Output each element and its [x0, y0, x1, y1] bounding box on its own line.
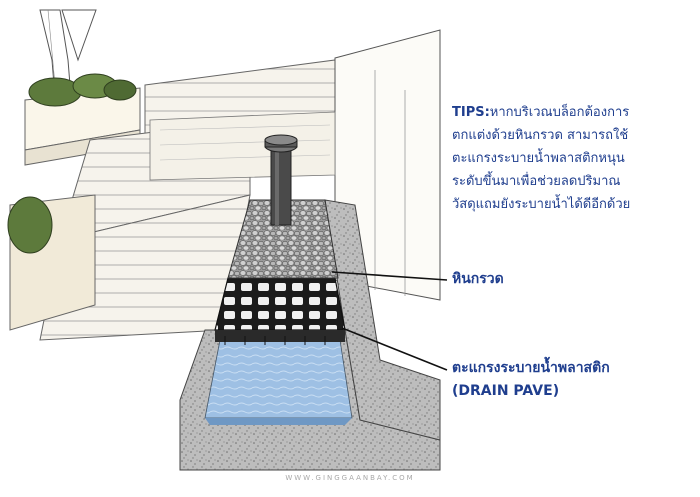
label-drain-line-1: ตะแกรงระบายน้ำพลาสติก — [452, 360, 610, 376]
tips-line-5: วัสดุแถมยังระบายน้ำได้ดีอีกด้วย — [452, 197, 631, 212]
label-drain-pave: ตะแกรงระบายน้ำพลาสติก (DRAIN PAVE) — [452, 357, 610, 403]
tips-line-4: ระดับขึ้นมาเพื่อช่วยลดปริมาณ — [452, 174, 621, 189]
tips-note: TIPS:หากบริเวณบล็อกต้องการ ตกแต่งด้วยหิน… — [452, 101, 692, 216]
vent-pipe-icon — [264, 134, 298, 226]
drain-pave-grid — [214, 277, 346, 345]
tips-prefix: TIPS: — [452, 105, 490, 120]
building-wall — [149, 29, 441, 301]
tips-line-3: ตะแกรงระบายน้ำพลาสติกหนุน — [452, 151, 625, 166]
leader-gravel — [331, 271, 448, 281]
tips-line-1: หากบริเวณบล็อกต้องการ — [489, 105, 630, 120]
left-planter — [7, 194, 96, 331]
label-drain-line-2: (DRAIN PAVE) — [452, 383, 560, 399]
watermark: WWW.GINGGAANBAY.COM — [285, 474, 415, 482]
gravel-layer — [227, 199, 339, 279]
tips-line-2: ตกแต่งด้วยหินกรวด สามารถใช้ — [452, 128, 629, 143]
leader-drain — [341, 327, 448, 371]
shrub-icon — [28, 73, 137, 107]
water-layer — [204, 339, 353, 425]
label-gravel: หินกรวด — [452, 271, 504, 287]
